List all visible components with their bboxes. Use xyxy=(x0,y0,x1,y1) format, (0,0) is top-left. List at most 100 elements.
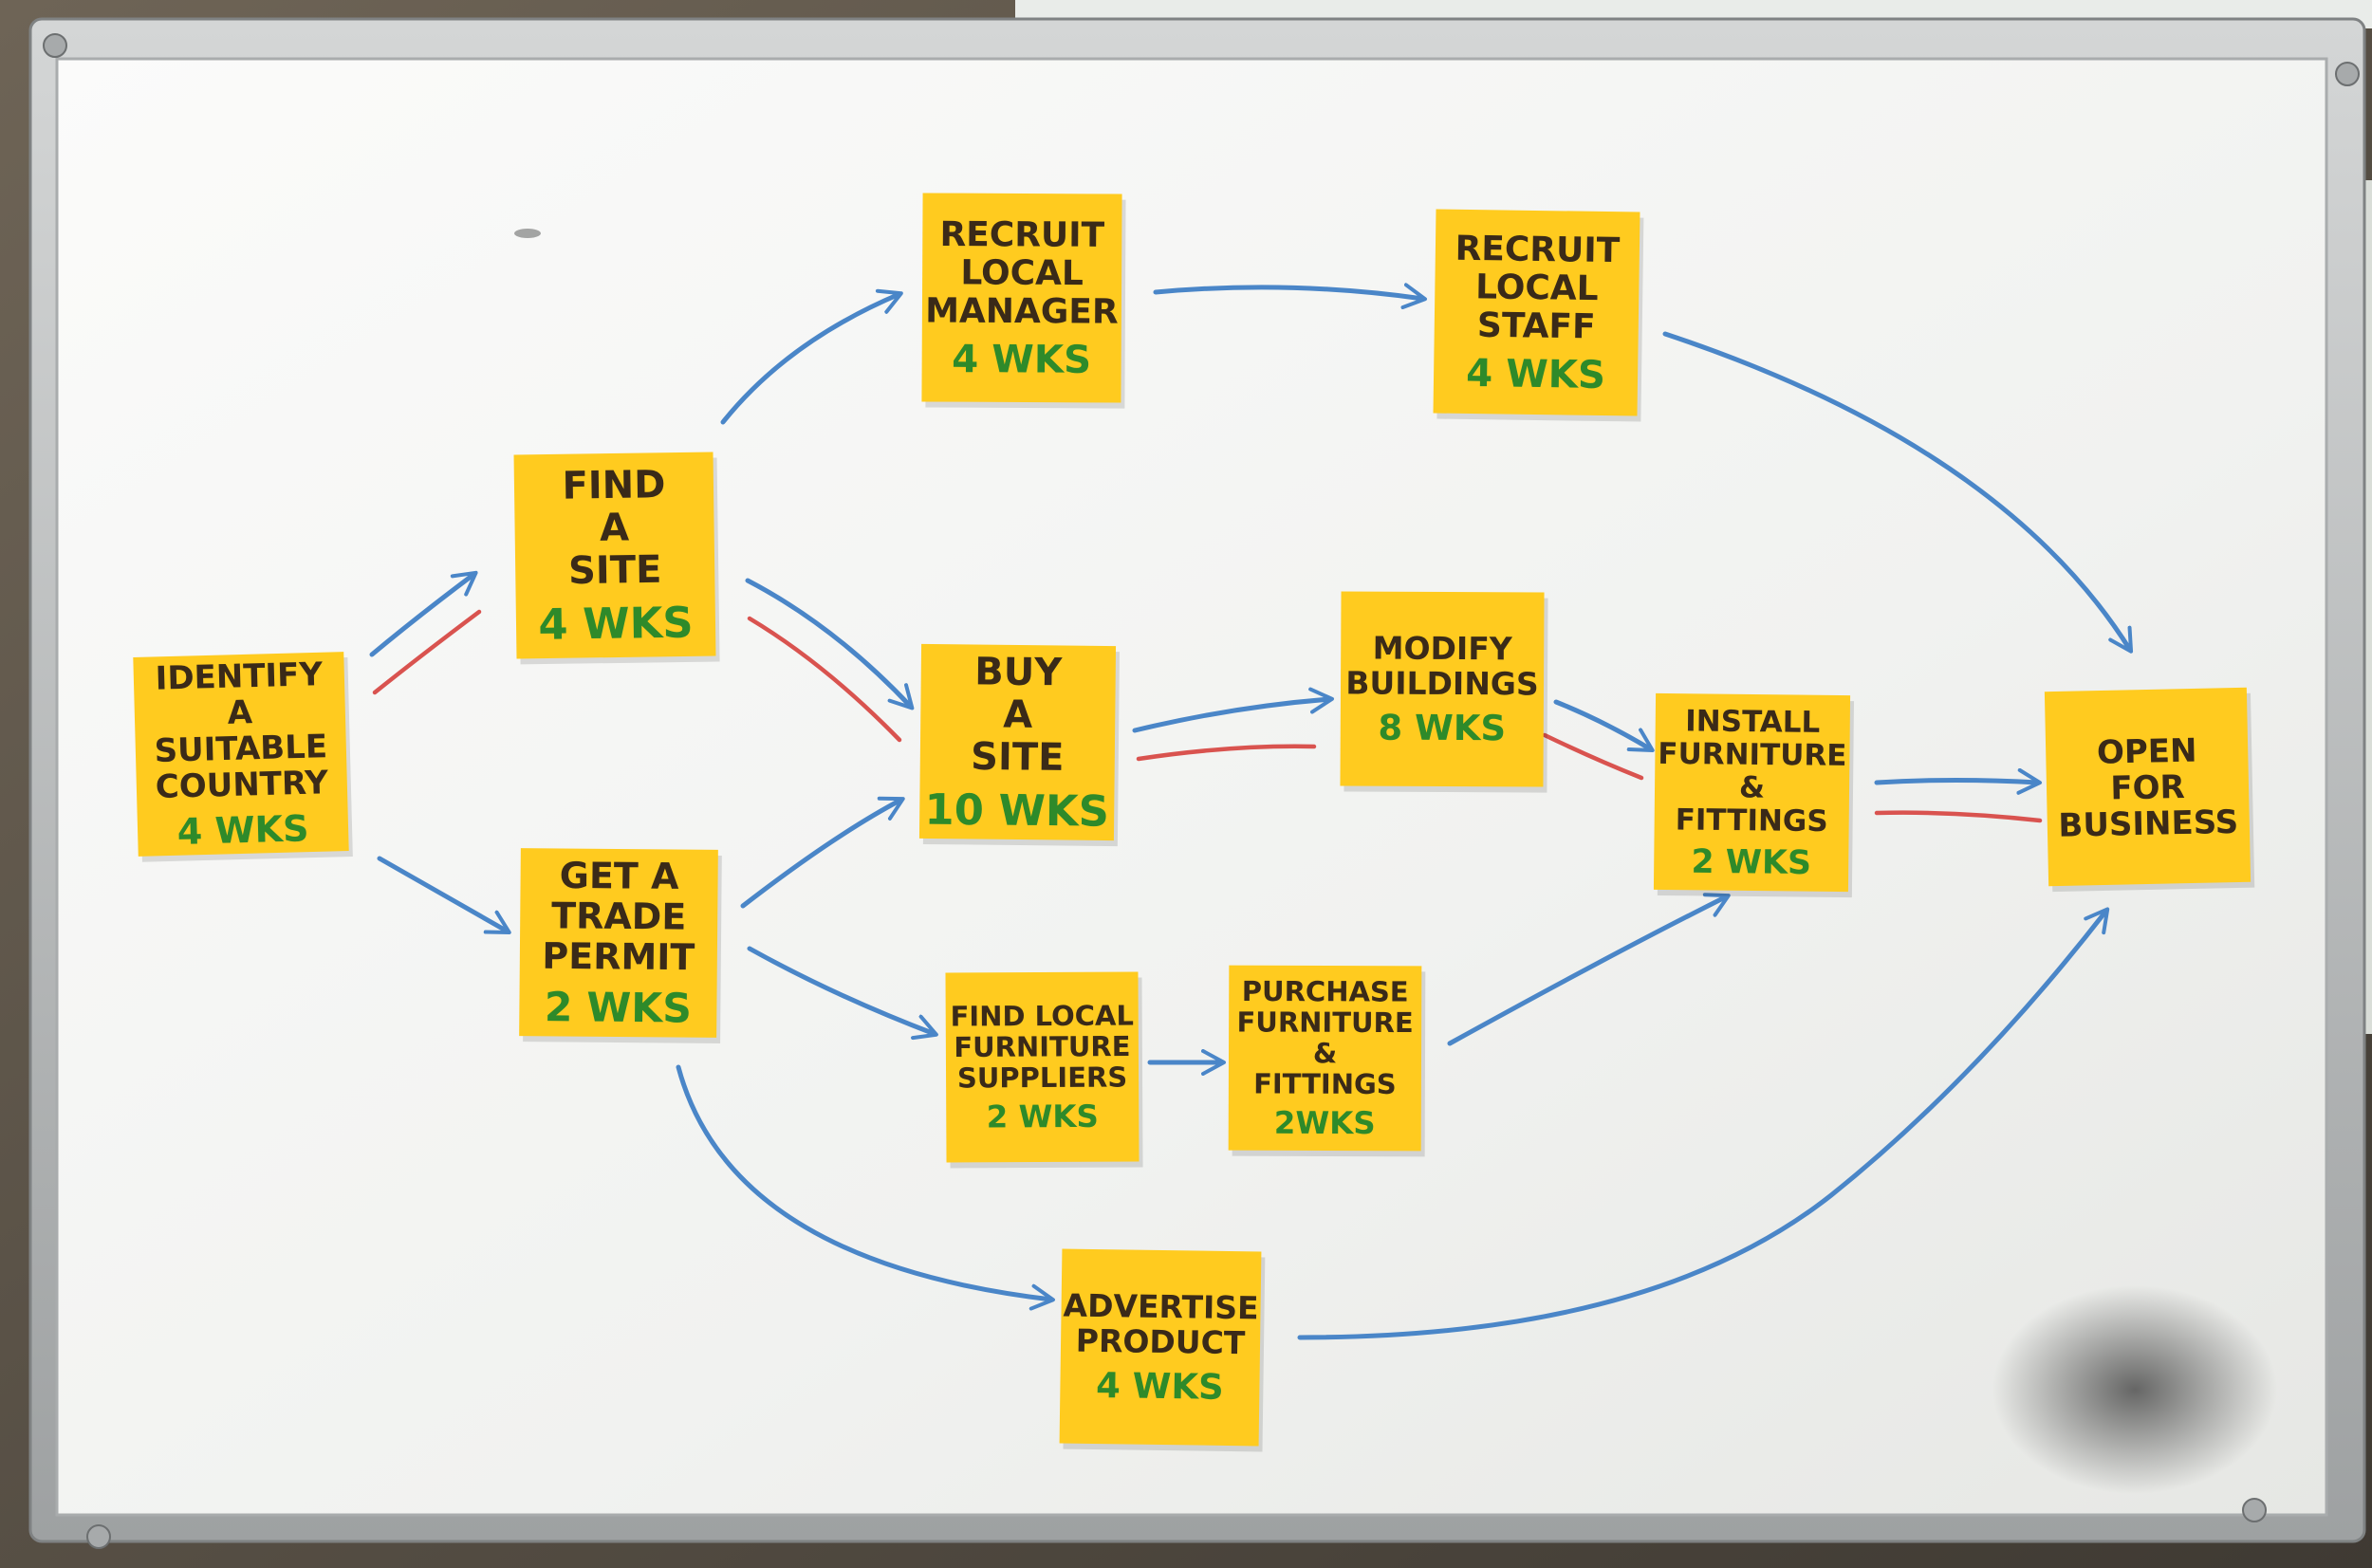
dependency-arrow-find-site-to-recruit-manager xyxy=(720,288,903,425)
frame-corner-screw xyxy=(2335,62,2360,86)
task-label-line: SUPPLIERS xyxy=(957,1061,1127,1095)
task-duration: 10 WKS xyxy=(924,784,1109,837)
task-duration: 2 WKS xyxy=(1691,843,1811,882)
task-label-line: OPEN xyxy=(2097,732,2197,772)
board-mark xyxy=(514,229,541,238)
task-label-line: COUNTRY xyxy=(155,764,328,806)
task-label-line: IDENTIFY xyxy=(155,655,324,698)
task-label-line: SITE xyxy=(568,548,662,593)
task-label-line: TRADE xyxy=(551,895,686,937)
task-label-line: LOCAL xyxy=(1475,267,1599,308)
task-duration: 8 WKS xyxy=(1378,708,1506,749)
dependency-arrow-trade-permit-to-find-suppliers xyxy=(747,946,938,1041)
task-label-line: PURCHASE xyxy=(1242,975,1409,1008)
sticky-note xyxy=(1653,692,1851,893)
task-label-line: BUSINESS xyxy=(2058,803,2239,845)
dependency-arrow-recruit-staff-to-open xyxy=(1662,331,2134,654)
task-label-line: MANAGER xyxy=(925,292,1119,332)
dependency-arrow-recruit-manager-to-recruit-staff xyxy=(1153,283,1427,310)
sticky-note xyxy=(921,193,1122,403)
dependency-arrow-install-to-open xyxy=(1874,767,2042,795)
dependency-arrow-modify-to-install xyxy=(1553,699,1655,753)
task-label-line: RECRUIT xyxy=(939,215,1104,255)
task-label-line: SUITABLE xyxy=(154,728,327,770)
task-label-line: FIND xyxy=(562,463,666,508)
task-label-line: FIND LOCAL xyxy=(950,1000,1134,1033)
task-duration: 2 WKS xyxy=(545,984,692,1032)
task-label-line: RECRUIT xyxy=(1455,230,1621,270)
dependency-arrow-buy-site-to-modify xyxy=(1132,687,1334,733)
task-label-line: PERMIT xyxy=(542,935,695,978)
task-label-line: BUILDINGS xyxy=(1345,664,1539,702)
dependency-arrows-layer xyxy=(369,283,2134,1340)
critical-path-line-install-to-open xyxy=(1874,810,2043,823)
sticky-note xyxy=(2044,687,2252,887)
sticky-note xyxy=(513,452,716,659)
task-duration: 2WKS xyxy=(1274,1105,1376,1141)
sticky-note xyxy=(133,652,349,857)
sticky-note xyxy=(1433,209,1640,416)
critical-path-line-buy-site-to-modify xyxy=(1136,744,1317,762)
frame-corner-screw xyxy=(43,33,67,58)
sticky-note xyxy=(1059,1248,1262,1447)
task-duration: 4 WKS xyxy=(952,337,1091,382)
task-label-line: A xyxy=(600,506,630,549)
task-label-line: PRODUCT xyxy=(1076,1322,1247,1361)
task-label-line: STAFF xyxy=(1477,306,1596,347)
task-label-line: ADVERTISE xyxy=(1063,1287,1259,1327)
sticky-note xyxy=(1340,591,1545,787)
sticky-note xyxy=(918,643,1117,841)
task-label-line: FOR xyxy=(2110,768,2185,808)
task-label-line: & xyxy=(1739,770,1765,804)
dependency-arrow-find-site-to-buy-site xyxy=(745,578,915,710)
task-label-line: FURNITURE xyxy=(1658,737,1846,773)
task-duration: 4 WKS xyxy=(1466,351,1605,397)
critical-path-layer xyxy=(372,609,2043,823)
task-label-line: INSTALL xyxy=(1685,704,1820,739)
sticky-note xyxy=(1228,965,1422,1152)
frame-corner-screw xyxy=(86,1524,111,1549)
task-duration: 4 WKS xyxy=(538,598,694,650)
task-label-line: A xyxy=(1003,693,1032,737)
task-label-line: BUY xyxy=(974,650,1063,694)
sticky-note xyxy=(945,971,1140,1163)
task-duration: 4 WKS xyxy=(1096,1365,1224,1408)
task-label-line: MODIFY xyxy=(1373,630,1513,668)
task-label-line: LOCAL xyxy=(960,253,1084,293)
task-label-line: GET A xyxy=(560,855,680,897)
task-label-line: FITTINGS xyxy=(1253,1067,1397,1100)
frame-corner-screw xyxy=(2242,1498,2267,1522)
dependency-arrow-identify-to-find-site xyxy=(369,570,478,657)
critical-path-line-identify-to-find-site xyxy=(372,609,482,695)
task-duration: 2 WKS xyxy=(987,1098,1099,1135)
dependency-arrow-trade-permit-to-advertise xyxy=(676,1064,1055,1311)
critical-path-line-find-site-to-buy-site xyxy=(747,616,902,743)
task-duration: 4 WKS xyxy=(176,807,309,853)
task-label-line: FITTINGS xyxy=(1676,802,1828,839)
task-label-line: FURNITURE xyxy=(954,1030,1130,1063)
critical-path-line-modify-to-install xyxy=(1542,732,1644,781)
dependency-arrow-advertise-to-open xyxy=(1297,907,2110,1340)
task-label-line: & xyxy=(1313,1037,1337,1069)
task-label-line: SITE xyxy=(971,735,1065,780)
dependency-arrow-identify-to-trade-permit xyxy=(377,856,511,934)
task-label-line: A xyxy=(227,693,253,732)
dependency-arrow-purchase-to-install xyxy=(1447,893,1731,1046)
dependency-arrow-trade-permit-to-buy-site xyxy=(740,796,905,909)
eraser-smudge xyxy=(1992,1285,2277,1494)
sticky-note xyxy=(519,848,718,1038)
